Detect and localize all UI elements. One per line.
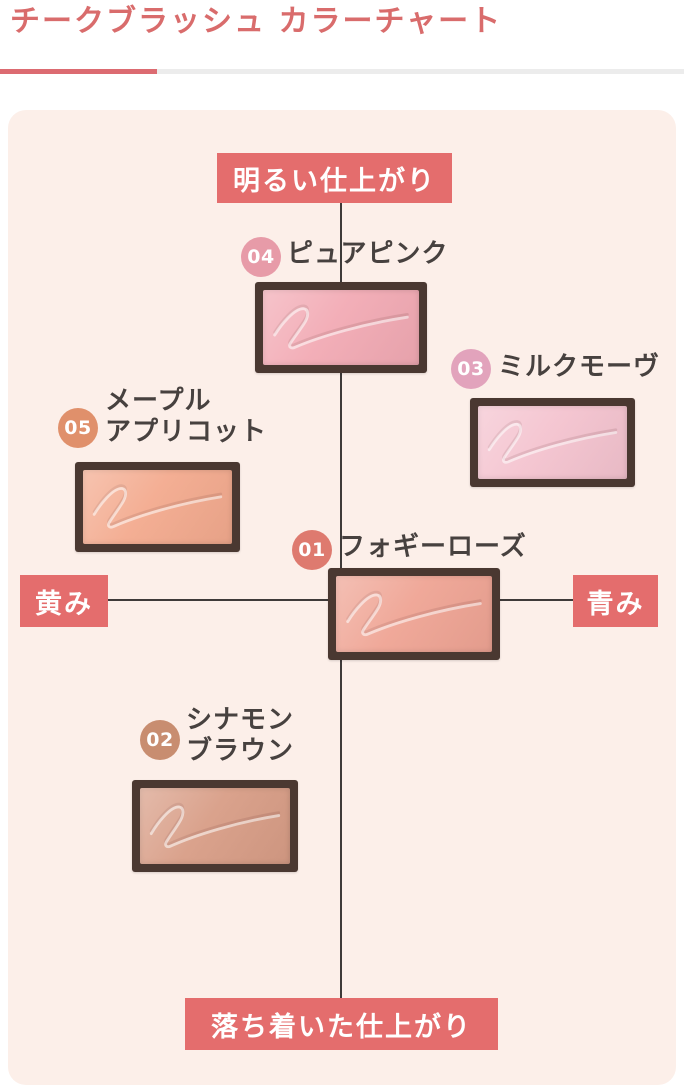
product-name: ミルクモーヴ — [498, 352, 660, 383]
swoosh-emboss-icon — [346, 590, 482, 637]
product-number-badge: 01 — [292, 530, 332, 570]
product-number-badge: 04 — [241, 237, 281, 277]
blush-pan — [140, 788, 290, 864]
blush-pan — [83, 470, 232, 544]
product-name: フォギーローズ — [339, 532, 527, 563]
axis-label-bright-finish: 明るい仕上がり — [217, 153, 452, 203]
product-number-badge: 03 — [451, 349, 491, 389]
product-name: シナモン ブラウン — [186, 705, 294, 767]
product-name-line: メープル — [105, 386, 212, 416]
product-name: メープル アプリコット — [105, 386, 267, 448]
product-name-line: ピュアピンク — [287, 239, 449, 269]
title-underline — [0, 69, 684, 74]
axis-label-yellow-tone: 黄み — [20, 575, 108, 627]
blush-swatch — [328, 568, 500, 660]
blush-swatch — [132, 780, 298, 872]
blush-pan — [336, 576, 492, 652]
product-name-line: シナモン — [186, 705, 295, 735]
title-underline-accent — [0, 69, 157, 74]
blush-pan — [478, 406, 627, 479]
product-name-line: ブラウン — [186, 736, 295, 766]
swoosh-emboss-icon — [149, 802, 281, 849]
blush-swatch — [470, 398, 635, 487]
axis-label-blue-tone: 青み — [573, 575, 658, 627]
swoosh-emboss-icon — [273, 304, 409, 350]
color-chart-panel: 明るい仕上がり 落ち着いた仕上がり 黄み 青み 04 ピュアピンク 03 — [8, 110, 676, 1085]
blush-pan — [263, 290, 419, 365]
product-number-badge: 05 — [58, 408, 98, 448]
blush-swatch — [255, 282, 427, 373]
product-name-line: ミルクモーヴ — [498, 352, 661, 382]
swoosh-emboss-icon — [92, 484, 223, 529]
swoosh-emboss-icon — [487, 420, 618, 464]
blush-swatch — [75, 462, 240, 552]
product-name: ピュアピンク — [287, 239, 448, 270]
product-name-line: アプリコット — [105, 417, 268, 447]
product-number-badge: 02 — [140, 720, 180, 760]
page-title: チークブラッシュ カラーチャート — [10, 4, 503, 39]
product-name-line: フォギーローズ — [339, 532, 527, 562]
axis-label-subdued-finish: 落ち着いた仕上がり — [185, 998, 498, 1050]
